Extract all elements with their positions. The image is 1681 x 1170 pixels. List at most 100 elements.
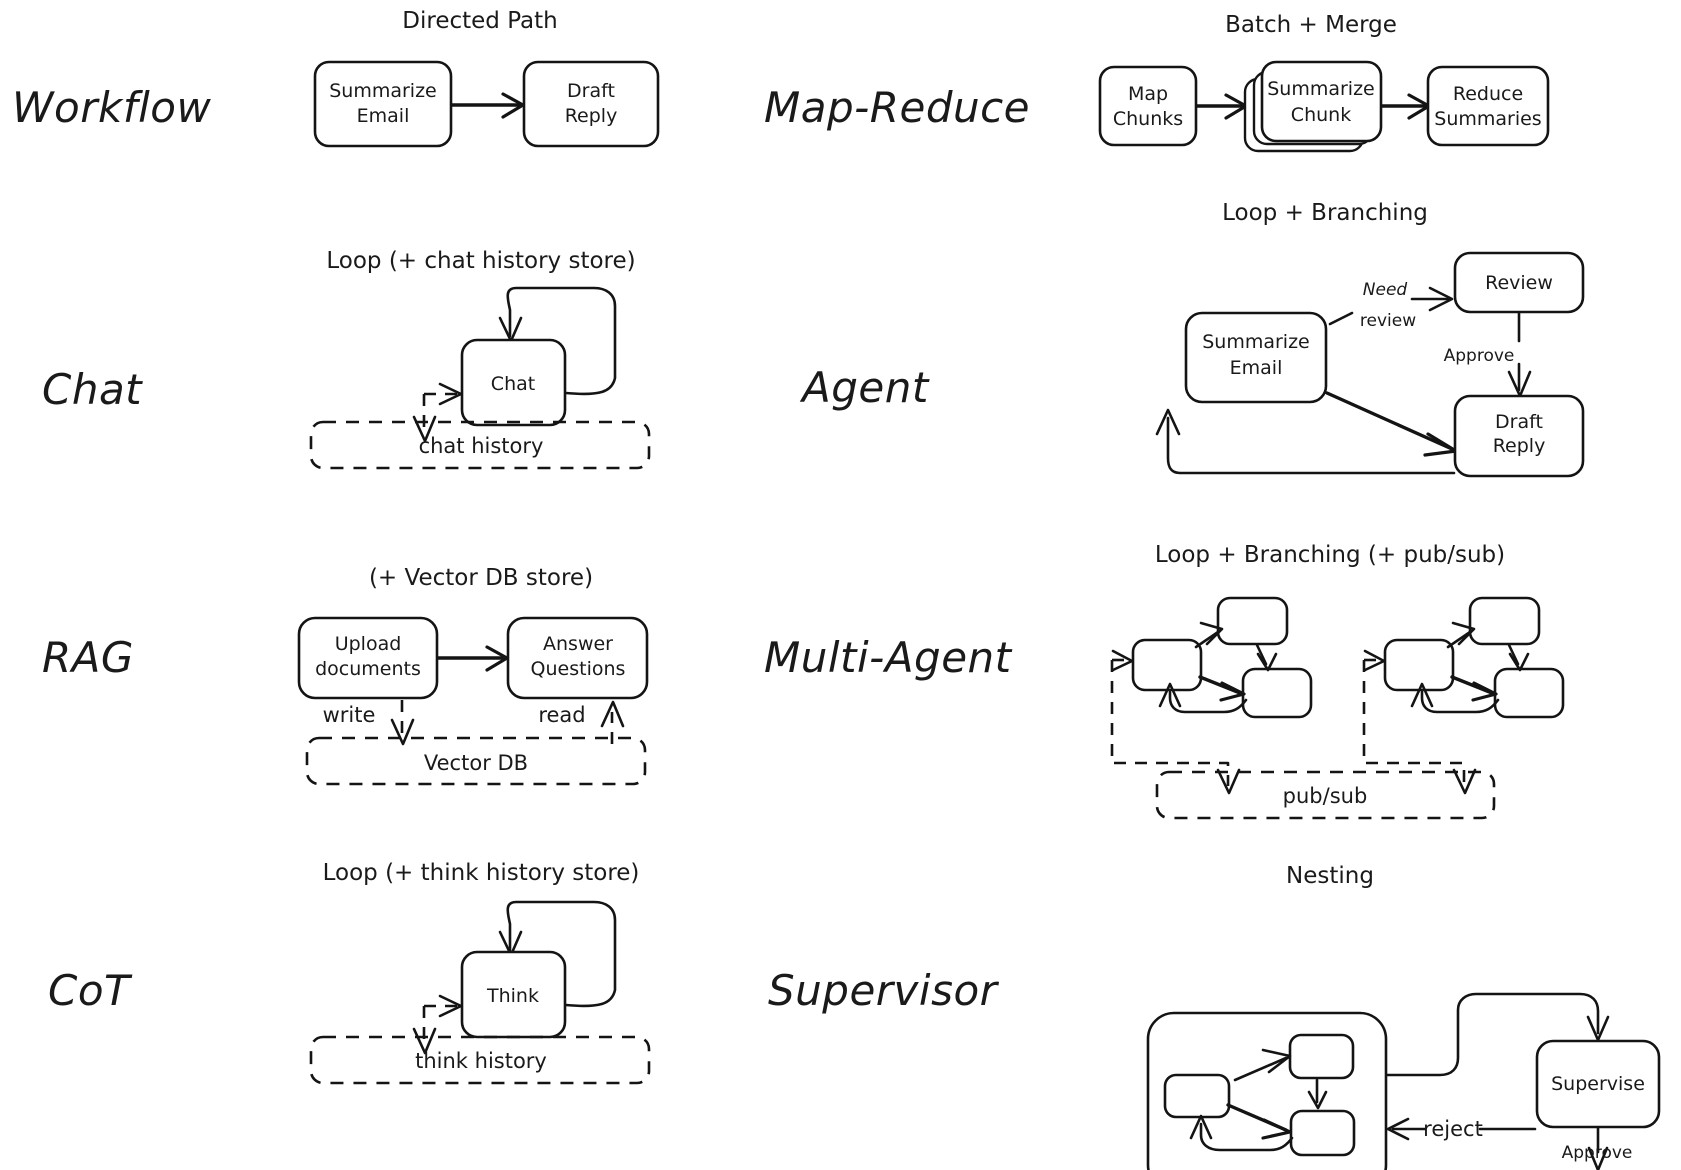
edge-label-reject: reject [1423, 1117, 1483, 1141]
agent-cluster-a[interactable] [1110, 596, 1313, 795]
node-reduce-summaries[interactable]: Reduce Summaries [1426, 65, 1550, 147]
row-label-multi-agent: Multi-Agent [764, 633, 1013, 682]
caption-nesting: Nesting [1286, 863, 1374, 889]
edge-inner-left-to-top [1233, 1056, 1288, 1082]
row-label-workflow: Workflow [12, 83, 211, 132]
edge-bottom-back-to-left [1168, 690, 1248, 714]
node-line-1: Reduce [1453, 83, 1523, 105]
edge-inner-return [1199, 1122, 1294, 1152]
edge-reject: reject [1386, 1117, 1537, 1141]
node-box [313, 60, 453, 148]
node-line-1: Upload [335, 633, 402, 655]
edge-top-to-bottom [1255, 643, 1268, 666]
store-vector-db[interactable]: Vector DB [305, 736, 647, 786]
cluster-node-bottom [1493, 667, 1565, 719]
edge-bottom-back-head [1158, 682, 1182, 708]
node-line-1: Summarize [329, 80, 437, 102]
node-line-2: Questions [531, 658, 626, 680]
edge-top-to-bottom [1507, 643, 1520, 666]
edge-approve-agent: Approve [1444, 311, 1532, 398]
edge-left-to-top-head [1199, 621, 1224, 646]
row-label-map-reduce: Map-Reduce [764, 83, 1030, 132]
row-label-supervisor: Supervisor [768, 966, 1000, 1015]
edge-need-review: Need review [1328, 280, 1454, 331]
node-summarize-email-agent[interactable]: Summarize Email [1184, 311, 1328, 404]
node-label: Chat [491, 373, 535, 395]
node-line-1: Map [1128, 83, 1168, 105]
node-review[interactable]: Review [1453, 251, 1585, 314]
edge-cluster-a-to-pubsub [1110, 660, 1230, 786]
node-box [522, 60, 660, 148]
node-map-chunks[interactable]: Map Chunks [1098, 65, 1198, 147]
edge-cluster-b-to-pubsub-head [1452, 768, 1477, 795]
cluster-node-top [1468, 596, 1541, 646]
store-label: think history [415, 1049, 547, 1073]
row-label-rag: RAG [42, 633, 134, 682]
edge-chat-to-chathistory [412, 394, 437, 443]
store-box [309, 420, 651, 470]
store-think-history[interactable]: think history [309, 1035, 651, 1085]
edge-upload-to-answer [436, 645, 509, 672]
supervisor-nested-cluster[interactable] [1146, 1011, 1388, 1170]
agent-cluster-b[interactable] [1362, 596, 1565, 795]
caption-loop-branching-pubsub: Loop + Branching (+ pub/sub) [1155, 542, 1505, 568]
row-label-chat: Chat [42, 365, 143, 414]
store-chat-history[interactable]: chat history [309, 420, 651, 470]
edge-label-approve: Approve [1562, 1143, 1633, 1163]
node-box [1098, 65, 1198, 147]
edge-approve-supervisor: Approve [1562, 1126, 1633, 1170]
node-summarize-email-workflow[interactable]: Summarize Email [313, 60, 453, 148]
caption-loop-chat-history: Loop (+ chat history store) [326, 248, 635, 274]
store-pub-sub[interactable]: pub/sub [1155, 770, 1496, 820]
row-chat: Chat Loop (+ chat history store) Chat ch… [42, 248, 651, 470]
node-line-2: Chunk [1291, 104, 1351, 126]
row-cot: CoT Loop (+ think history store) Think t… [48, 860, 651, 1085]
edge-inner-left-to-bottom-head [1261, 1118, 1292, 1140]
edge-summarize-to-draft [450, 92, 525, 119]
node-box [506, 616, 649, 700]
edge-label-need: Need [1363, 280, 1408, 300]
node-line-2: Chunks [1113, 108, 1183, 130]
cluster-node-bottom [1241, 667, 1313, 719]
node-line-2: Email [1230, 357, 1283, 379]
cluster-node-top [1216, 596, 1289, 646]
node-line-1: Summarize [1202, 331, 1310, 353]
node-supervise[interactable]: Supervise [1535, 1039, 1661, 1129]
row-multi-agent: Multi-Agent Loop + Branching (+ pub/sub) [764, 542, 1565, 820]
node-think[interactable]: Think [460, 950, 567, 1039]
edge-label-read: read [538, 703, 585, 727]
edge-inner-top-to-bottom-head [1307, 1090, 1328, 1110]
node-summarize-chunk-stack[interactable]: Summarize Chunk [1243, 60, 1383, 153]
node-box [1426, 65, 1550, 147]
caption-vector-db-store: (+ Vector DB store) [369, 565, 593, 591]
node-draft-reply-workflow[interactable]: Draft Reply [522, 60, 660, 148]
inner-node-bottom [1289, 1109, 1356, 1157]
row-label-cot: CoT [48, 966, 133, 1015]
edge-write-to-vectordb: write [323, 700, 415, 746]
node-chat[interactable]: Chat [460, 338, 567, 427]
caption-directed-path: Directed Path [402, 8, 557, 34]
node-upload-documents[interactable]: Upload documents [297, 616, 439, 700]
row-rag: RAG (+ Vector DB store) Upload documents… [42, 565, 649, 786]
stack-layer-front [1260, 60, 1383, 143]
edge-left-to-bottom-head [1471, 681, 1498, 702]
row-map-reduce: Map-Reduce Batch + Merge Map Chunks Summ… [764, 12, 1550, 153]
node-box [1184, 311, 1328, 404]
node-draft-reply-agent[interactable]: Draft Reply [1453, 394, 1585, 478]
edge-left-to-top [1194, 630, 1220, 649]
edge-top-to-bottom-head [1256, 652, 1278, 672]
edge-map-to-summarize [1195, 93, 1248, 120]
edge-draft-back-to-summarize [1155, 408, 1456, 475]
node-line-2: Email [357, 105, 410, 127]
edge-left-to-bottom-head [1219, 681, 1246, 702]
cluster-node-left [1131, 638, 1203, 692]
node-answer-questions[interactable]: Answer Questions [506, 616, 649, 700]
edge-vectordb-to-read: read [538, 700, 625, 744]
edge-thinkhistory-to-think [424, 994, 463, 1018]
edge-cluster-b-to-pubsub [1362, 660, 1466, 786]
caption-loop-branching: Loop + Branching [1222, 200, 1428, 226]
inner-node-left [1163, 1073, 1231, 1119]
node-label: Supervise [1551, 1073, 1645, 1095]
